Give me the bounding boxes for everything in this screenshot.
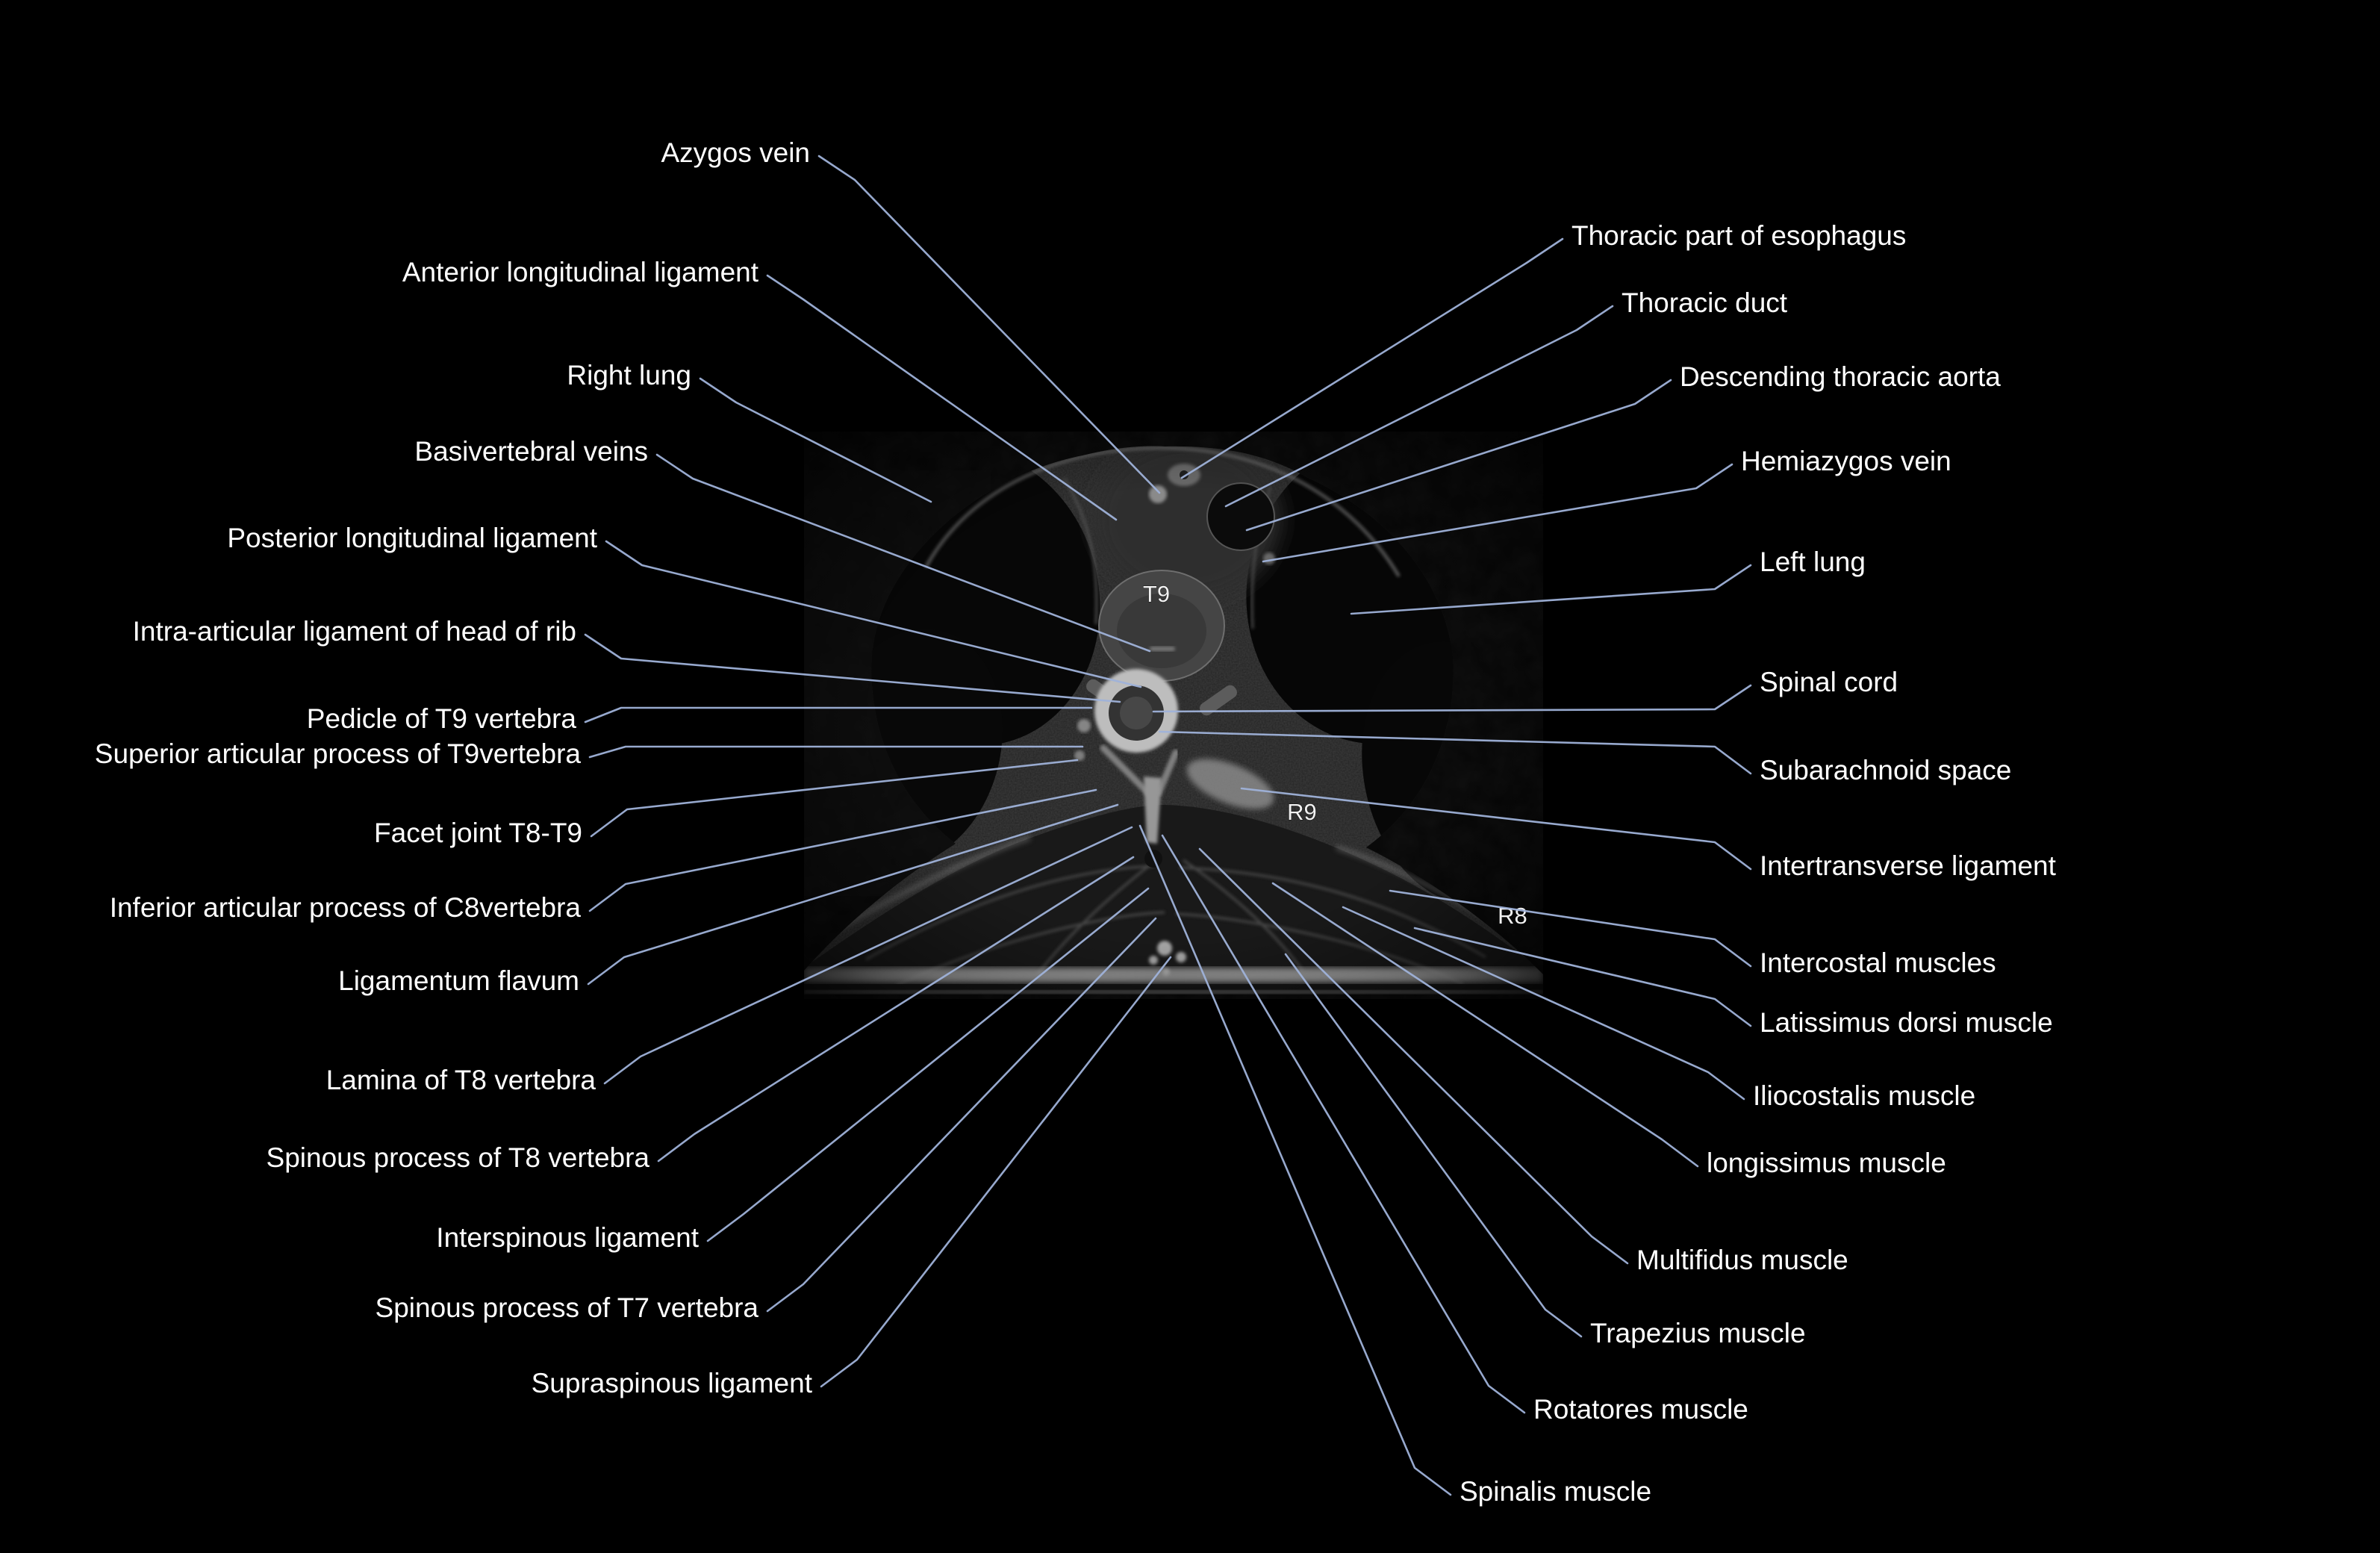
mri-level-marker: T9 [1143, 581, 1170, 607]
annotation-label: Intra-articular ligament of head of rib [133, 616, 576, 647]
annotation-label: Left lung [1760, 547, 1866, 577]
leader-line [1152, 684, 1752, 713]
annotation-label: Intercostal muscles [1760, 947, 1996, 978]
annotation-label: Multifidus muscle [1636, 1245, 1848, 1275]
annotation-label: Right lung [567, 360, 691, 390]
leader-line [1180, 237, 1564, 479]
leader-line [655, 453, 1151, 653]
leader-line [1284, 953, 1583, 1338]
annotation-label: Posterior longitudinal ligament [227, 523, 597, 553]
annotation-label: Anterior longitudinal ligament [402, 257, 759, 287]
annotation-label: Lamina of T8 vertebra [326, 1065, 596, 1095]
leader-line [1245, 379, 1672, 532]
annotation-label: Rotatores muscle [1533, 1394, 1748, 1425]
annotation-label: longissimus muscle [1707, 1148, 1946, 1178]
mri-image [804, 432, 1543, 999]
leader-line [1138, 824, 1452, 1496]
annotation-label: Thoracic duct [1622, 287, 1788, 318]
leader-line [1271, 882, 1699, 1168]
annotation-label: Trapezius muscle [1590, 1318, 1806, 1348]
leader-line [587, 803, 1119, 986]
leader-line [584, 706, 1093, 723]
leader-line [699, 377, 932, 503]
annotation-label: Basivertebral veins [414, 436, 648, 467]
leader-lines [584, 155, 1752, 1496]
leader-line [820, 956, 1172, 1388]
annotation-label: Inferior articular process of C8vertebra [110, 892, 582, 923]
leader-line [1240, 787, 1752, 871]
annotation-label: Thoracic part of esophagus [1571, 220, 1906, 251]
annotation-label: Ligamentum flavum [338, 965, 579, 996]
leader-line [584, 633, 1121, 703]
annotation-label: Azygos vein [661, 137, 811, 168]
annotation-label: Spinous process of T7 vertebra [376, 1292, 759, 1323]
leader-line [603, 826, 1133, 1085]
annotation-label: Hemiazygos vein [1741, 446, 1951, 476]
annotation-label: Descending thoracic aorta [1680, 361, 2001, 392]
annotation-label: Spinous process of T8 vertebra [267, 1142, 650, 1173]
annotation-label: Iliocostalis muscle [1753, 1080, 1975, 1111]
annotation-label: Latissimus dorsi muscle [1760, 1007, 2053, 1038]
leader-line [590, 759, 1079, 838]
leader-line [1389, 889, 1752, 968]
leader-line [588, 788, 1097, 912]
leader-line [1262, 463, 1733, 563]
leader-line [1158, 730, 1752, 775]
mri-level-marker: R9 [1287, 799, 1317, 825]
annotation-label: Intertransverse ligament [1760, 850, 2057, 881]
annotation-label: Subarachnoid space [1760, 755, 2011, 785]
leader-line [1342, 906, 1745, 1101]
leader-line [1198, 847, 1629, 1265]
leader-line [1224, 305, 1614, 508]
leader-line [657, 856, 1135, 1163]
leader-line [817, 155, 1161, 494]
annotation-label: Facet joint T8-T9 [374, 818, 582, 848]
leader-line [1161, 834, 1526, 1414]
annotation-label: Spinalis muscle [1460, 1476, 1651, 1507]
annotation-label: Supraspinous ligament [532, 1368, 813, 1398]
leader-line [1350, 564, 1752, 615]
leader-line [706, 887, 1150, 1242]
leader-line [766, 917, 1157, 1313]
annotation-label: Pedicle of T9 vertebra [307, 703, 577, 734]
leader-line [588, 745, 1084, 759]
leader-line [766, 274, 1118, 521]
leader-line [605, 540, 1142, 688]
annotation-label: Interspinous ligament [436, 1222, 699, 1253]
leader-line [1413, 927, 1752, 1027]
annotation-label: Superior articular process of T9vertebra [95, 738, 582, 769]
annotation-label: Spinal cord [1760, 667, 1898, 697]
